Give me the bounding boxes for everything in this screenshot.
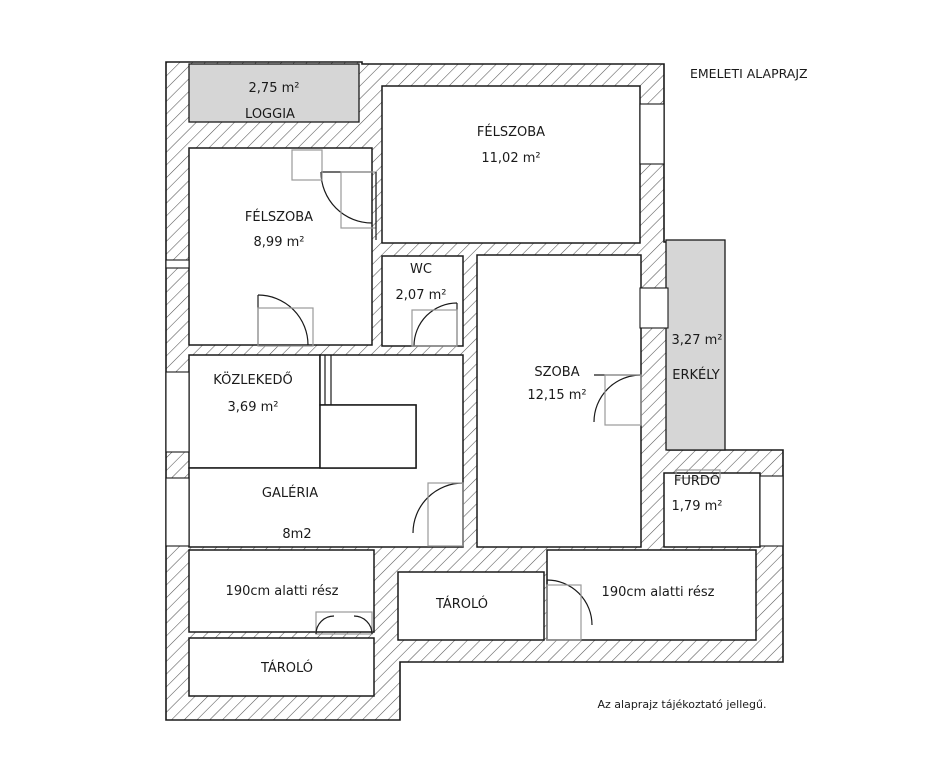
felszoba-top-name-label: FÉLSZOBA — [477, 124, 545, 140]
erkely-area — [665, 239, 726, 451]
disclaimer-note: Az alaprajz tájékoztató jellegű. — [597, 698, 766, 711]
door-tarolo-right — [546, 579, 593, 641]
room-felszoba-top — [381, 85, 641, 244]
loggia-area — [188, 63, 360, 123]
plan-title: EMELETI ALAPRAJZ — [690, 66, 808, 81]
rooms — [188, 85, 761, 697]
felszoba-left-area-label: 8,99 m² — [254, 235, 305, 250]
tarolo-mid-label: TÁROLÓ — [435, 596, 488, 612]
galeria-area-label: 8m2 — [282, 527, 311, 542]
windows — [165, 103, 784, 547]
door-furdo — [675, 469, 721, 479]
room-low-right — [546, 549, 757, 641]
wc-area-label: 2,07 m² — [396, 288, 447, 303]
room-wc — [381, 255, 464, 347]
door-szoba — [593, 374, 642, 426]
room-tarolo-mid — [397, 571, 545, 641]
felszoba-top-area-label: 11,02 m² — [481, 151, 540, 166]
loggia-name-label: LOGGIA — [245, 107, 295, 122]
low-right-label: 190cm alatti rész — [602, 585, 715, 600]
room-tarolo-bottom — [188, 637, 375, 697]
door-low-left — [315, 611, 373, 635]
room-szoba — [476, 254, 642, 548]
szoba-area-label: 12,15 m² — [527, 388, 586, 403]
room-labels: EMELETI ALAPRAJZ 2,75 m² LOGGIA FÉLSZOBA… — [213, 66, 807, 711]
galeria-name-label: GALÉRIA — [262, 485, 318, 501]
furdo-area-label: 1,79 m² — [672, 499, 723, 514]
balconies — [188, 63, 726, 451]
felszoba-left-name-label: FÉLSZOBA — [245, 209, 313, 225]
kozlekedo-area-label: 3,69 m² — [228, 400, 279, 415]
door-felszoba-left — [257, 294, 314, 347]
door-wc — [411, 302, 458, 347]
stair-block — [319, 404, 417, 469]
loggia-area-label: 2,75 m² — [249, 81, 300, 96]
door-galeria — [412, 482, 464, 547]
szoba-name-label: SZOBA — [534, 365, 579, 380]
door-felszoba-top — [340, 171, 377, 240]
room-kozlekedo — [188, 354, 321, 469]
low-left-label: 190cm alatti rész — [226, 584, 339, 599]
room-low-left — [188, 549, 375, 633]
kozlekedo-name-label: KÖZLEKEDŐ — [213, 371, 292, 388]
stair-rail — [324, 355, 332, 405]
doors — [257, 149, 721, 641]
room-furdo — [663, 472, 761, 548]
tarolo-bottom-label: TÁROLÓ — [260, 660, 313, 676]
erkely-name-label: ERKÉLY — [672, 367, 720, 383]
wc-name-label: WC — [410, 262, 432, 277]
furdo-name-label: FÜRDŐ — [674, 472, 720, 489]
erkely-area-label: 3,27 m² — [672, 333, 723, 348]
